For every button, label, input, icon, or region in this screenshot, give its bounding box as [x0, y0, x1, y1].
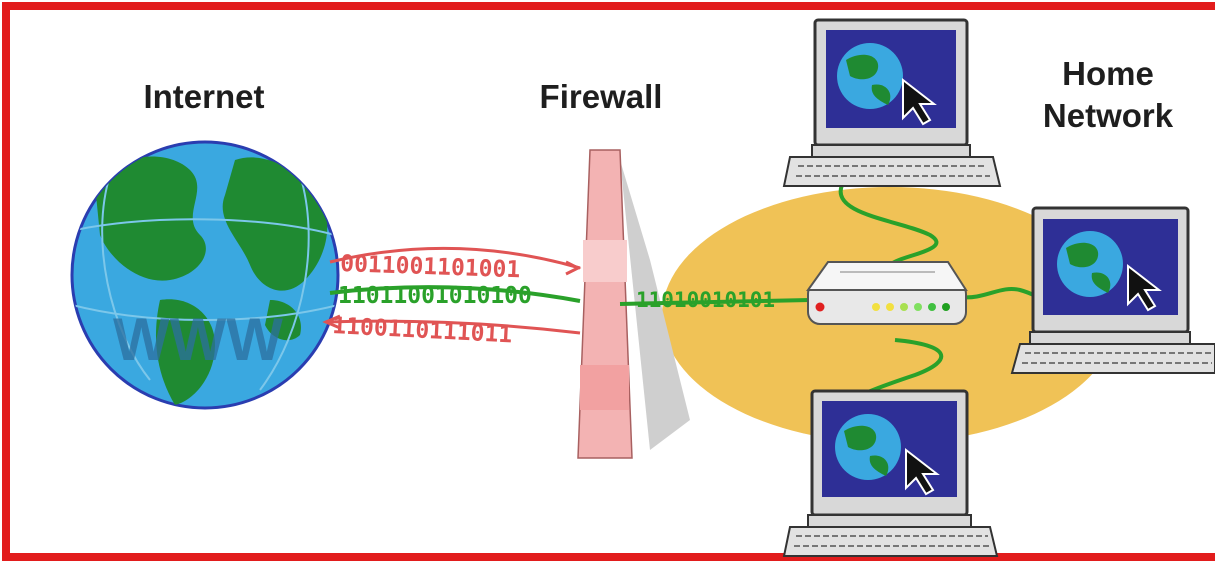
- router-icon: [806, 261, 968, 325]
- mouse-pointer-icon: [902, 77, 937, 126]
- firewall-label: Firewall: [540, 78, 663, 115]
- computer-icon: [1010, 206, 1215, 374]
- computer-icon: [782, 389, 999, 557]
- computer-icon: [782, 18, 1002, 187]
- home-network-label-line1: Home: [1062, 55, 1154, 92]
- stream-incoming-mid: 11011001010100: [338, 283, 532, 309]
- globe-www-text: WWW: [113, 306, 283, 373]
- internet-label: Internet: [143, 78, 264, 115]
- mouse-pointer-icon: [905, 447, 940, 496]
- stream-outgoing-top: 0011001101001: [340, 251, 521, 283]
- stream-inside: 11010010101: [636, 288, 775, 312]
- internal-stream: 11010010101: [619, 288, 811, 312]
- mouse-pointer-icon: [1127, 263, 1162, 312]
- home-network-label-line2: Network: [1043, 97, 1174, 134]
- globe-icon: WWW: [70, 140, 340, 410]
